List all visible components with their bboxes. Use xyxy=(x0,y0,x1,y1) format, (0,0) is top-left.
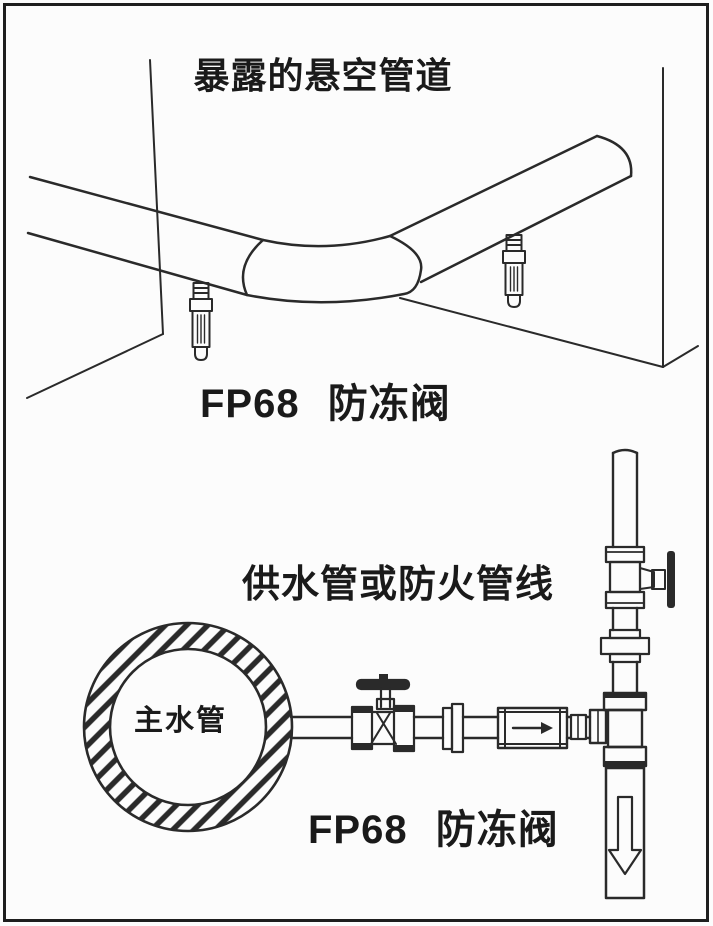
bottom-diagram-title: 供水管或防火管线 xyxy=(242,564,555,606)
pipe-coupling-small xyxy=(569,713,588,741)
top-diagram-caption: FP68 防冻阀 xyxy=(200,382,451,426)
pipe-left-upper-edge xyxy=(28,175,265,242)
main-pipe-outer-wall xyxy=(82,621,294,833)
valve-handle-hub xyxy=(379,674,388,681)
test-valve-cone xyxy=(639,567,655,590)
test-valve-bottom-flange xyxy=(604,590,646,610)
right-floor-kick xyxy=(662,345,699,368)
left-floor-edge xyxy=(26,333,164,399)
gate-valve xyxy=(350,674,416,753)
flow-arrow-right xyxy=(511,722,553,734)
valve-bottom-cap xyxy=(194,346,208,361)
room-corner-lines xyxy=(26,59,699,399)
riser-union xyxy=(599,628,651,664)
main-pipe-inner-wall xyxy=(108,647,268,807)
tee-body xyxy=(606,708,644,749)
union-coupling xyxy=(441,702,465,754)
check-valve xyxy=(496,706,569,750)
valve-coupling xyxy=(189,298,213,312)
valve-nipple xyxy=(192,282,210,300)
test-valve-top-flange xyxy=(604,545,646,564)
freeze-valve-right xyxy=(502,234,526,308)
valve-handle-bar xyxy=(355,678,411,691)
bottom-diagram-caption: FP68 防冻阀 xyxy=(308,808,559,852)
valve-right-flange xyxy=(392,704,416,753)
valve-bottom-cap xyxy=(507,294,521,308)
pipe-right-lower-edge xyxy=(419,174,633,284)
valve-left-flange xyxy=(350,705,374,751)
main-pipe-ring xyxy=(82,621,294,833)
pipe-end-cap xyxy=(595,134,633,178)
pipe-right-upper-edge xyxy=(388,134,599,238)
pipe-left-lower-edge xyxy=(26,231,249,297)
valve-coupling xyxy=(502,250,526,264)
test-valve xyxy=(604,545,675,610)
left-wall-edge xyxy=(149,59,164,335)
floor-wall-line xyxy=(399,297,664,368)
test-valve-handle xyxy=(667,551,675,608)
test-valve-stem-block xyxy=(651,569,666,590)
bottom-diagram xyxy=(82,448,675,900)
top-diagram xyxy=(26,59,699,399)
flow-arrow-down xyxy=(607,795,643,876)
valve-gate-wedge xyxy=(370,712,397,745)
riser-top-cap xyxy=(611,448,639,455)
riser-pipe xyxy=(611,448,639,695)
fp68-valve-body xyxy=(604,766,646,900)
top-diagram-title: 暴露的悬空管道 xyxy=(193,55,453,96)
valve-packing-nut xyxy=(375,697,396,711)
test-valve-body xyxy=(608,560,642,594)
freeze-valve-left xyxy=(189,282,213,361)
pipe-elbow xyxy=(241,234,423,304)
suspended-pipe xyxy=(26,134,633,304)
tee-fitting xyxy=(588,691,648,768)
main-pipe-label: 主水管 xyxy=(134,705,228,737)
